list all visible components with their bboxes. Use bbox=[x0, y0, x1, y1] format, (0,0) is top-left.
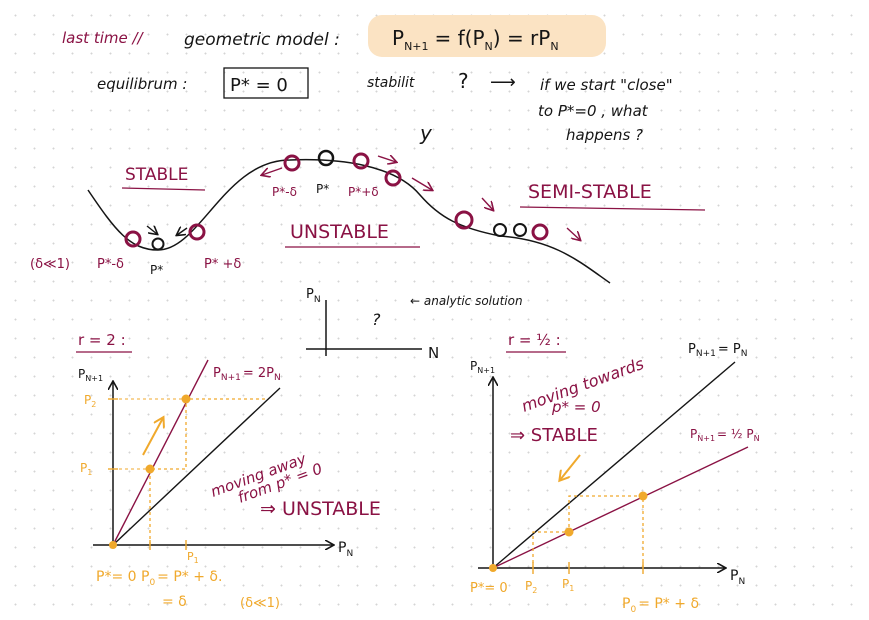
arrow-semi-out bbox=[566, 227, 580, 240]
ball-semi-center bbox=[493, 223, 507, 237]
right-bottom-p2: P2 bbox=[525, 579, 537, 595]
stable-underline bbox=[121, 187, 206, 191]
left-point-p2 bbox=[181, 394, 191, 404]
left-y-axis-label: PN+1 bbox=[78, 367, 103, 383]
left-conclusion: ⇒ UNSTABLE bbox=[260, 498, 381, 520]
arrow-roll-down bbox=[411, 177, 432, 190]
y-mark: y bbox=[419, 121, 433, 145]
semistable-label: SEMI-STABLE bbox=[528, 181, 652, 203]
equilibrium-box bbox=[223, 67, 309, 99]
recap-label: last time // bbox=[62, 29, 145, 47]
right-point-p2 bbox=[564, 527, 574, 537]
right-point-p1 bbox=[638, 491, 648, 501]
arrow-semi-in bbox=[481, 197, 493, 210]
model-equation: PN+1= f(PN) = rPN bbox=[392, 26, 559, 53]
right-origin-point bbox=[489, 564, 497, 572]
left-r-label: r = 2 : bbox=[78, 331, 126, 349]
left-point-p1 bbox=[145, 464, 155, 474]
left-x-axis-label: PN bbox=[338, 540, 353, 559]
left-map-line bbox=[112, 359, 209, 546]
arrow-icon: ⟶ bbox=[490, 72, 516, 93]
model-label: geometric model : bbox=[184, 30, 340, 50]
delta-note: (δ≪1) bbox=[30, 257, 70, 272]
stable-right-label: P* +δ bbox=[204, 257, 241, 272]
question-line-1: if we start "close" bbox=[540, 76, 673, 94]
ball-rolling-right bbox=[384, 169, 402, 187]
ball-equilibrium bbox=[151, 237, 165, 251]
left-p1-label: P1 bbox=[80, 461, 92, 477]
right-r-label: r = ½ : bbox=[508, 331, 561, 349]
right-note-line-2: p* = 0 bbox=[551, 398, 601, 416]
ball-semi-left bbox=[454, 210, 474, 230]
right-map-label: PN+1= ½ PN bbox=[690, 427, 760, 443]
ball-top-center bbox=[317, 149, 335, 167]
right-cobweb-plot: r = ½ : PN+1 PN+1= PN PN+1= ½ PN moving … bbox=[470, 331, 760, 615]
right-bottom-p1: P1 bbox=[562, 577, 574, 593]
right-x-axis-label: PN bbox=[730, 568, 745, 587]
small-y-label: PN bbox=[306, 287, 321, 305]
right-conclusion: ⇒ STABLE bbox=[510, 425, 598, 446]
right-cobweb-path bbox=[532, 495, 644, 568]
ball-top-right bbox=[352, 152, 370, 170]
stability-question: stabilit ? ⟶ if we start "close" to P*=0… bbox=[367, 69, 673, 145]
right-toward-arrow bbox=[560, 454, 581, 480]
ball-top-left bbox=[283, 154, 301, 172]
left-cobweb-path bbox=[149, 398, 268, 545]
equation-highlight bbox=[368, 15, 606, 57]
ball-right-perturbed bbox=[188, 223, 206, 241]
right-identity-line bbox=[492, 361, 736, 569]
small-x-label: N bbox=[428, 344, 439, 362]
left-bottom-p1: P1 bbox=[187, 550, 199, 565]
right-bottom-p0: P0= P* + δ bbox=[622, 596, 699, 615]
ball-left-perturbed bbox=[124, 230, 142, 248]
left-cobweb-plot: r = 2 : PN+1 PN+1= 2PN P2 P1 moving away… bbox=[76, 331, 381, 611]
question-line-2: to P*=0 , what bbox=[538, 102, 649, 120]
equilibrium-row: equilibrum : P* = 0 bbox=[97, 67, 309, 99]
right-bottom-text: P*= 0 bbox=[470, 581, 508, 596]
analytic-solution-note: ← analytic solution bbox=[410, 294, 523, 308]
small-axes: PN N ? ← analytic solution bbox=[306, 287, 523, 362]
right-y-axis-label: PN+1 bbox=[470, 359, 495, 375]
ball-semi-center-2 bbox=[513, 223, 527, 237]
left-map-label: PN+1= 2PN bbox=[213, 366, 281, 383]
left-bottom-note: (δ≪1) bbox=[240, 596, 280, 611]
top-right-label: P*+δ bbox=[348, 185, 379, 199]
left-origin-point bbox=[109, 541, 117, 549]
right-map-line bbox=[492, 446, 749, 569]
stability-label: stabilit bbox=[367, 75, 415, 91]
stable-label: STABLE bbox=[125, 165, 188, 185]
left-bottom-text-2: = δ bbox=[162, 594, 187, 610]
arrow-roll-left bbox=[262, 167, 283, 175]
ball-semi-right bbox=[531, 223, 549, 241]
header: last time // geometric model : PN+1= f(P… bbox=[62, 15, 606, 57]
equilibrium-label: equilibrum : bbox=[97, 75, 187, 93]
semistable-underline bbox=[519, 206, 706, 211]
arrow-roll-right bbox=[377, 156, 396, 162]
top-center-label: P* bbox=[316, 182, 329, 196]
left-p2-label: P2 bbox=[84, 393, 96, 409]
question-mark: ? bbox=[458, 69, 469, 93]
arrow-to-well-left bbox=[146, 226, 157, 234]
stability-landscape: STABLE UNSTABLE SEMI-STABLE (δ≪1) P*-δ P… bbox=[30, 149, 706, 284]
left-bottom-text-1: P*= 0 P0= P* + δ. bbox=[96, 569, 222, 588]
arrow-to-well-right bbox=[177, 228, 188, 235]
left-identity-line bbox=[112, 387, 281, 546]
unstable-label: UNSTABLE bbox=[290, 221, 389, 243]
stable-center-label: P* bbox=[150, 263, 163, 277]
left-away-arrow bbox=[142, 418, 163, 456]
stable-left-label: P*-δ bbox=[97, 257, 124, 272]
question-line-3: happens ? bbox=[566, 126, 643, 144]
small-question: ? bbox=[372, 310, 381, 329]
top-left-label: P*-δ bbox=[272, 185, 297, 199]
right-identity-label: PN+1= PN bbox=[688, 342, 747, 359]
equilibrium-value: P* = 0 bbox=[230, 75, 288, 96]
